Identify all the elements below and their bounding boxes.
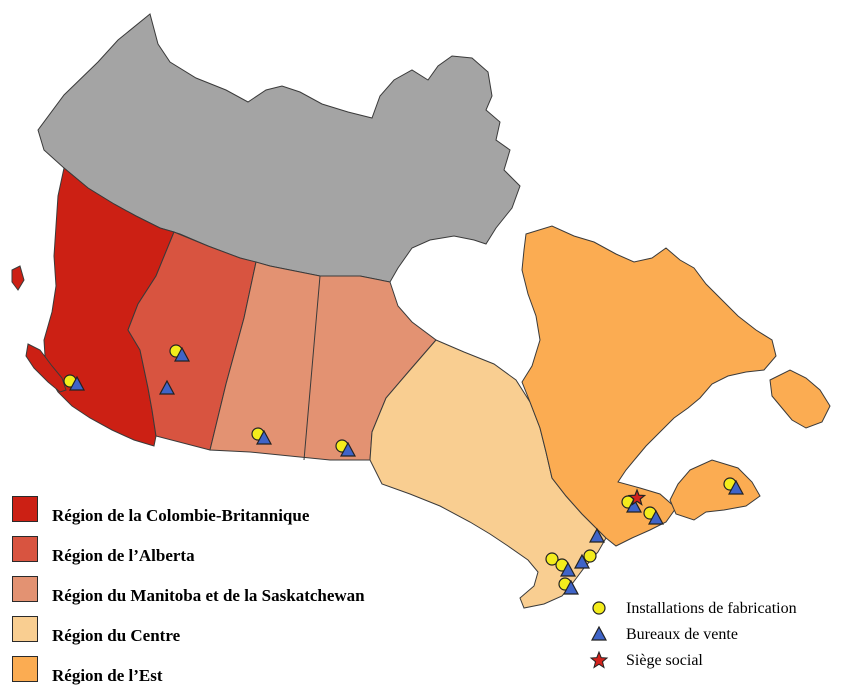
sales-office-marker-icon — [68, 375, 86, 391]
symbol-row-manufacturing: Installations de fabrication — [588, 597, 856, 623]
legend-swatch-bc — [12, 496, 38, 522]
legend-swatch-centre — [12, 616, 38, 642]
legend-row-colombie-britannique: Région de la Colombie-Britannique — [12, 496, 482, 536]
legend-row-centre: Région du Centre — [12, 616, 482, 656]
headquarters-marker-icon — [627, 488, 647, 506]
legend-label: Région du Centre — [52, 626, 181, 645]
legend-swatch-est — [12, 656, 38, 682]
region-est-atlantic — [669, 459, 761, 521]
symbol-legend: Installations de fabrication Bureaux de … — [588, 597, 856, 675]
legend-swatch-alberta — [12, 536, 38, 562]
legend-label: Région de l’Alberta — [52, 546, 195, 565]
sales-office-marker-icon — [559, 561, 577, 577]
sales-office-marker-icon — [562, 579, 580, 595]
symbol-row-headquarters: Siège social — [588, 649, 856, 675]
region-alberta — [127, 231, 257, 451]
sales-office-marker-icon — [647, 509, 665, 525]
sales-office-marker-icon — [625, 497, 643, 513]
sales-office-marker-icon — [158, 379, 176, 395]
blue-triangle-icon — [590, 625, 608, 641]
red-star-icon — [589, 650, 609, 669]
region-est — [521, 225, 777, 547]
legend-label: Région du Manitoba et de la Saskatchewan — [52, 586, 365, 605]
legend-row-est: Région de l’Est — [12, 656, 482, 696]
region-bc-islet — [11, 265, 25, 291]
symbol-label: Siège social — [626, 652, 703, 669]
legend-label: Région de la Colombie-Britannique — [52, 506, 310, 525]
symbol-label: Bureaux de vente — [626, 626, 738, 643]
symbol-row-sales: Bureaux de vente — [588, 623, 856, 649]
sales-office-marker-icon — [573, 553, 591, 569]
yellow-circle-icon — [592, 601, 606, 615]
sales-office-marker-icon — [727, 479, 745, 495]
region-est-newfoundland — [769, 369, 831, 429]
legend-row-manitoba-saskatchewan: Région du Manitoba et de la Saskatchewan — [12, 576, 482, 616]
sales-office-marker-icon — [173, 346, 191, 362]
sales-office-marker-icon — [339, 441, 357, 457]
region-colombie-britannique — [43, 167, 175, 447]
legend-swatch-prairies — [12, 576, 38, 602]
marker-layer — [63, 344, 745, 595]
symbol-label: Installations de fabrication — [626, 600, 797, 617]
manufacturing-marker-icon — [545, 552, 559, 566]
region-bc-island — [25, 343, 67, 393]
region-legend: Région de la Colombie-Britannique Région… — [12, 496, 482, 696]
sales-office-marker-icon — [255, 429, 273, 445]
legend-row-alberta: Région de l’Alberta — [12, 536, 482, 576]
region-layer — [11, 13, 831, 609]
manufacturing-marker-icon — [583, 549, 597, 563]
region-prairies-border — [303, 275, 321, 461]
sales-office-marker-icon — [588, 527, 606, 543]
legend-label: Région de l’Est — [52, 666, 163, 685]
